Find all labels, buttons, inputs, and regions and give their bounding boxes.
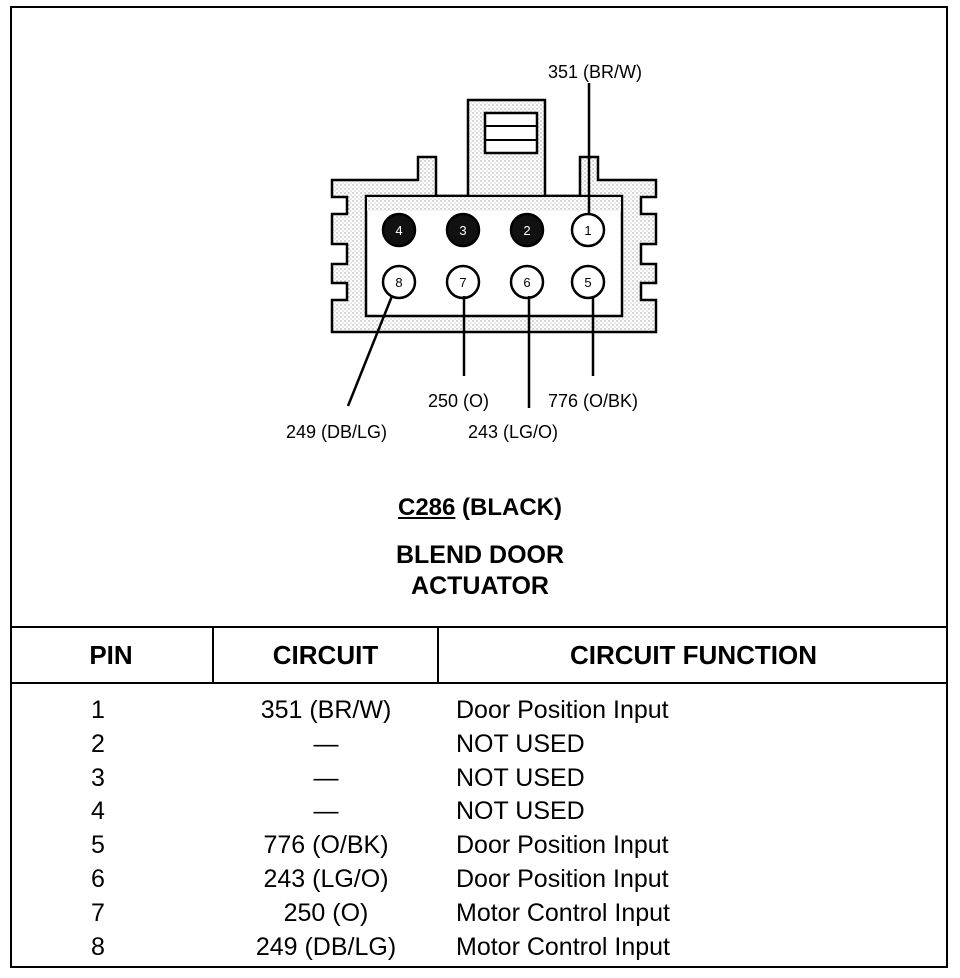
pin-number: 3: [459, 223, 466, 238]
header-pin: PIN: [89, 640, 133, 670]
header-circuit-function: CIRCUIT FUNCTION: [570, 640, 817, 670]
circuit-cell: 243 (LG/O): [263, 865, 389, 893]
function-cell: NOT USED: [456, 797, 585, 826]
pin-cell: 7: [91, 898, 105, 927]
connector-id: C286: [397, 494, 456, 521]
function-cell: NOT USED: [456, 729, 585, 758]
callout-pin6: 243 (LG/O): [468, 422, 558, 442]
column-divider: [437, 628, 439, 682]
callout-pin5: 776 (O/BK): [548, 391, 638, 411]
connector-title: C286 (BLACK): [0, 494, 960, 522]
circuit-cell: 250 (O): [283, 898, 369, 927]
pin-number: 6: [523, 275, 530, 290]
circuit-cell: —: [313, 763, 339, 792]
table-row: 3 — NOT USED: [10, 764, 948, 798]
table-row: 5 776 (O/BK) Door Position Input: [10, 831, 948, 865]
callout-pin8: 249 (DB/LG): [286, 422, 387, 442]
table-row: 8 249 (DB/LG) Motor Control Input: [10, 933, 948, 967]
leader-pin8: [346, 295, 394, 407]
pin-circle: [509, 212, 545, 248]
pin-cell: 2: [91, 729, 105, 758]
pin-circle: [381, 264, 417, 300]
column-divider: [212, 628, 214, 682]
pin-5: 5: [570, 264, 606, 300]
pin-cell: 8: [91, 932, 105, 961]
function-cell: Door Position Input: [456, 831, 669, 860]
pin-cell: 4: [91, 797, 105, 826]
header-circuit: CIRCUIT: [272, 640, 379, 670]
callout-pin1: 351 (BR/W): [548, 62, 642, 82]
circuit-cell: 351 (BR/W): [260, 696, 392, 724]
pin-circle: [445, 212, 481, 248]
connector-housing: [330, 98, 658, 334]
pin-4: 4: [381, 212, 417, 248]
pin-8: 8: [381, 264, 417, 300]
table-row: 4 — NOT USED: [10, 797, 948, 831]
pin-1: 1: [570, 212, 606, 248]
header-rule: [10, 682, 948, 684]
leader-lines: [346, 83, 595, 408]
function-cell: Door Position Input: [456, 865, 669, 893]
circuit-cell: —: [313, 797, 339, 826]
pin-cell: 3: [91, 763, 105, 792]
pin-number: 4: [395, 223, 402, 238]
pin-circle: [381, 212, 417, 248]
function-cell: Motor Control Input: [456, 932, 670, 961]
pin-number: 5: [584, 275, 591, 290]
table-row: 1 351 (BR/W) Door Position Input: [10, 696, 948, 730]
function-cell: Door Position Input: [456, 696, 669, 724]
function-cell: Motor Control Input: [456, 898, 670, 927]
connector-color: (BLACK): [462, 494, 563, 521]
pin-cell: 6: [91, 865, 105, 893]
table-row: 6 243 (LG/O) Door Position Input: [10, 865, 948, 899]
pin-number: 1: [584, 223, 591, 238]
component-name: BLEND DOOR ACTUATOR: [0, 540, 960, 602]
pin-number: 2: [523, 223, 530, 238]
pin-circle: [570, 264, 606, 300]
pin-number: 8: [395, 275, 402, 290]
pin-7: 7: [445, 264, 481, 300]
table-row: 7 250 (O) Motor Control Input: [10, 899, 948, 933]
diagram-frame: [10, 6, 948, 968]
pin-cell: 1: [91, 696, 105, 724]
callout-pin7: 250 (O): [428, 391, 489, 411]
component-name-line1: BLEND DOOR: [395, 541, 565, 569]
connector-diagram: 4 3 2 1 8 7 6 5 351 (BR/W) 250 (O) 776 (O/BK) 2…: [286, 62, 658, 442]
table-row: 2 — NOT USED: [10, 730, 948, 764]
function-cell: NOT USED: [456, 763, 585, 792]
circuit-cell: 249 (DB/LG): [255, 932, 397, 961]
circuit-cell: —: [313, 729, 339, 758]
pin-cell: 5: [91, 831, 105, 860]
pin-table: PIN CIRCUIT CIRCUIT FUNCTION 1 351 (BR/W)…: [10, 626, 948, 968]
pin-3: 3: [445, 212, 481, 248]
component-name-line2: ACTUATOR: [411, 572, 549, 600]
circuit-cell: 776 (O/BK): [263, 831, 389, 860]
pin-2: 2: [509, 212, 545, 248]
pin-6: 6: [509, 264, 545, 300]
pin-circle: [509, 264, 545, 300]
pin-number: 7: [459, 275, 466, 290]
